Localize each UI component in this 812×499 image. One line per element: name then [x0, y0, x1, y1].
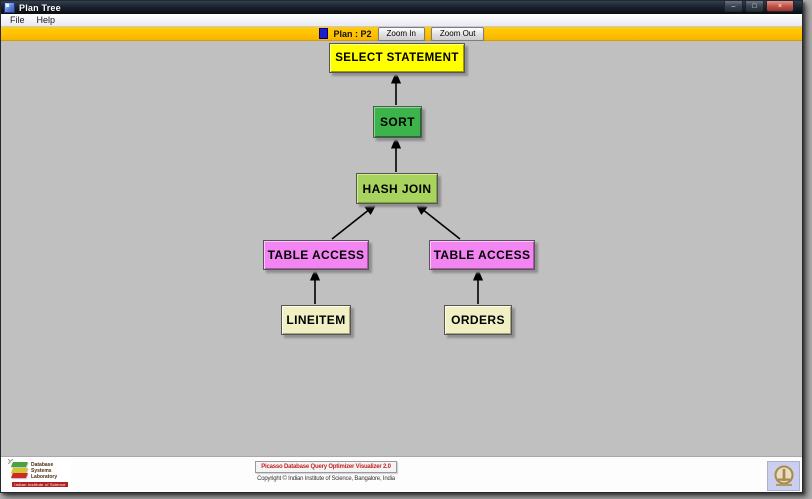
- dsl-logo-bars-icon: [11, 462, 29, 480]
- picasso-banner: Picasso Database Query Optimizer Visuali…: [255, 461, 397, 473]
- dsl-bar-yellow-icon: [11, 467, 28, 473]
- zoom-in-button[interactable]: Zoom In: [377, 26, 425, 41]
- menu-item-file[interactable]: File: [10, 15, 25, 25]
- minimize-button[interactable]: –: [724, 1, 743, 12]
- node-orders[interactable]: ORDERS: [444, 305, 512, 335]
- menu-bar: File Help: [1, 14, 802, 27]
- status-bar: Database Systems Laboratory Indian Insti…: [1, 456, 802, 492]
- plan-label: Plan : P2: [333, 28, 372, 39]
- maximize-button[interactable]: □: [745, 1, 764, 12]
- edge-tableaccess-right-to-hashjoin: [415, 203, 461, 240]
- dsl-bar-red-icon: [11, 473, 28, 478]
- title-bar[interactable]: Plan Tree – □ ×: [1, 1, 802, 14]
- node-hash-join[interactable]: HASH JOIN: [356, 173, 438, 204]
- window-icon: [4, 2, 15, 13]
- plan-canvas: SELECT STATEMENT SORT HASH JOIN TABLE AC…: [1, 41, 802, 456]
- dsl-logo-band: Indian Institute of Science: [12, 482, 68, 487]
- toolbar-grip-icon: [8, 459, 13, 464]
- plan-toolbar: Plan : P2 Zoom In Zoom Out: [1, 26, 802, 41]
- node-sort[interactable]: SORT: [373, 106, 422, 138]
- plan-tree-window: Plan Tree – □ × File Help Plan : P2 Zoom…: [0, 0, 803, 493]
- dsl-bar-green-icon: [11, 462, 28, 467]
- node-lineitem[interactable]: LINEITEM: [281, 305, 351, 335]
- dsl-logo-text: Database Systems Laboratory: [31, 462, 57, 480]
- menu-item-help[interactable]: Help: [36, 15, 56, 25]
- node-table-access-left[interactable]: TABLE ACCESS: [263, 240, 369, 270]
- window-title: Plan Tree: [19, 2, 61, 13]
- plan-edges: [309, 71, 484, 304]
- window-controls: – □ ×: [724, 1, 794, 12]
- close-button[interactable]: ×: [766, 1, 794, 12]
- node-table-access-right[interactable]: TABLE ACCESS: [429, 240, 535, 270]
- dsl-logo-line1: Database: [31, 462, 54, 468]
- zoom-out-button[interactable]: Zoom Out: [430, 26, 485, 41]
- edge-tableaccess-left-to-hashjoin: [331, 203, 377, 240]
- dsl-logo-line2: Systems: [31, 468, 52, 474]
- dsl-laboratory-logo: Database Systems Laboratory Indian Insti…: [11, 461, 71, 488]
- dsl-logo-line3: Laboratory: [31, 474, 58, 480]
- node-select-statement[interactable]: SELECT STATEMENT: [329, 43, 465, 73]
- footer-banner-group: Picasso Database Query Optimizer Visuali…: [231, 461, 421, 482]
- copyright-text: Copyright © Indian Institute of Science,…: [257, 476, 395, 482]
- plan-color-icon: [318, 28, 328, 39]
- iisc-emblem-icon: [767, 461, 800, 491]
